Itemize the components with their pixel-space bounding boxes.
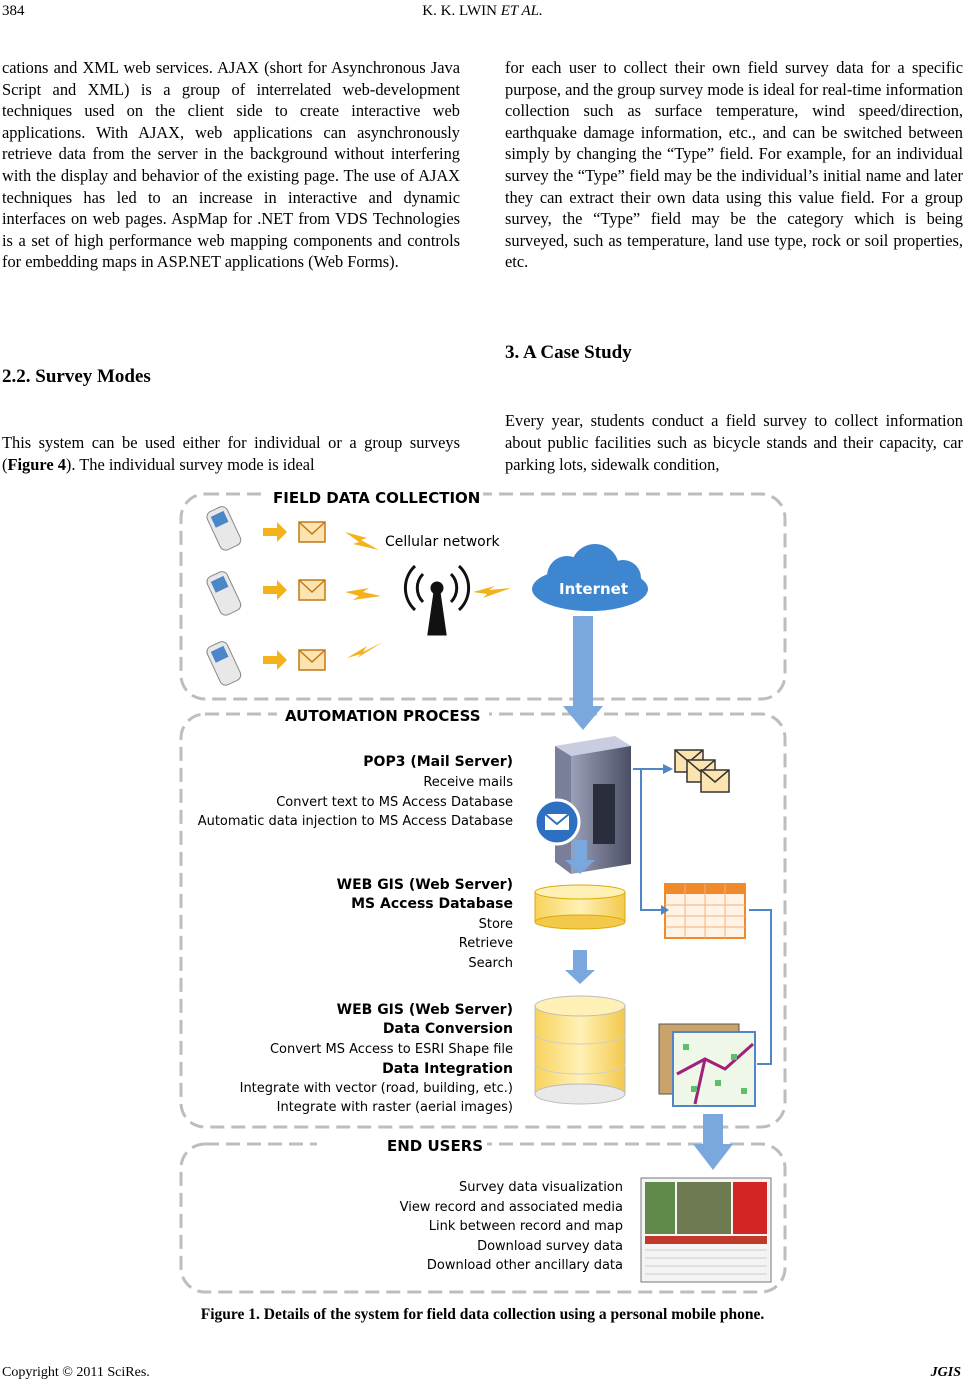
running-head: K. K. LWIN ET AL. (422, 3, 543, 19)
end-users-line: View record and associated media (400, 1200, 623, 1215)
map-icon (658, 1023, 756, 1107)
end-users-line: Survey data visualization (459, 1180, 623, 1195)
webgis-line: Integrate with vector (road, building, e… (240, 1081, 513, 1096)
mobile-phone-icon (206, 641, 242, 686)
cellular-network-label: Cellular network (385, 534, 500, 550)
webgis-subtitle: Data Integration (382, 1061, 513, 1077)
lightning-icon (345, 532, 511, 658)
webgis-subtitle: Data Conversion (383, 1021, 513, 1037)
table-icon (664, 883, 746, 939)
pop3-line: Automatic data injection to MS Access Da… (198, 814, 513, 829)
webgis-line: Search (468, 956, 513, 971)
end-users-title: END USERS (387, 1137, 483, 1155)
right-column-paragraph-2: Every year, students conduct a field sur… (505, 411, 963, 474)
pop3-title: POP3 (Mail Server) (363, 754, 513, 770)
figure-reference[interactable]: Figure 4 (7, 454, 66, 474)
database-icon (534, 884, 626, 930)
flow-arrow (565, 840, 595, 874)
pop3-line: Receive mails (423, 775, 513, 790)
section-heading-3: 3. A Case Study (505, 342, 632, 363)
section-heading-2-2: 2.2. Survey Modes (2, 366, 151, 387)
field-collection-box (179, 492, 787, 701)
internet-label: Internet (559, 580, 628, 598)
page-number: 384 (2, 3, 25, 19)
arrow-icon (263, 522, 287, 670)
pop3-line: Convert text to MS Access Database (276, 795, 513, 810)
system-diagram: FIELD DATA COLLECTION AUTOMATION PROCESS… (179, 486, 787, 1294)
mobile-phone-icon (206, 506, 242, 551)
end-users-line: Link between record and map (429, 1219, 623, 1234)
field-collection-title: FIELD DATA COLLECTION (273, 489, 480, 507)
figure-caption: Figure 1. Details of the system for fiel… (200, 1306, 765, 1323)
cloud-icon (532, 544, 648, 611)
mail-envelope-icon (674, 749, 730, 793)
webgis-subtitle: MS Access Database (351, 896, 513, 912)
connector-line (633, 768, 772, 1065)
webgis-line: Retrieve (459, 936, 513, 951)
right-column-paragraph: for each user to collect their own field… (505, 58, 963, 272)
database-icon (534, 995, 626, 1105)
webgis-title: WEB GIS (Web Server) (337, 1002, 513, 1018)
copyright-footer: Copyright © 2011 SciRes. (2, 1365, 150, 1380)
flow-arrow (693, 1114, 733, 1170)
end-users-line: Download other ancillary data (427, 1258, 623, 1273)
automation-title: AUTOMATION PROCESS (285, 707, 481, 725)
webgis-line: Store (479, 917, 513, 932)
mail-envelope-icon (298, 521, 326, 671)
end-users-line: Download survey data (477, 1239, 623, 1254)
flow-arrow (563, 616, 603, 730)
page-header: 384 K. K. LWIN ET AL. (0, 3, 965, 25)
left-column-paragraph: cations and XML web services. AJAX (shor… (2, 58, 460, 272)
server-icon (533, 736, 631, 874)
webgis-line: Convert MS Access to ESRI Shape file (270, 1042, 513, 1057)
monitor-icon (640, 1177, 772, 1283)
flow-arrow (565, 950, 595, 984)
antenna-icon (403, 564, 471, 636)
journal-name: JGIS (930, 1365, 961, 1380)
webgis-title: WEB GIS (Web Server) (337, 877, 513, 893)
mobile-phone-icon (206, 571, 242, 616)
left-column-paragraph-2: This system can be used either for indiv… (2, 433, 460, 474)
webgis-line: Integrate with raster (aerial images) (277, 1100, 513, 1115)
